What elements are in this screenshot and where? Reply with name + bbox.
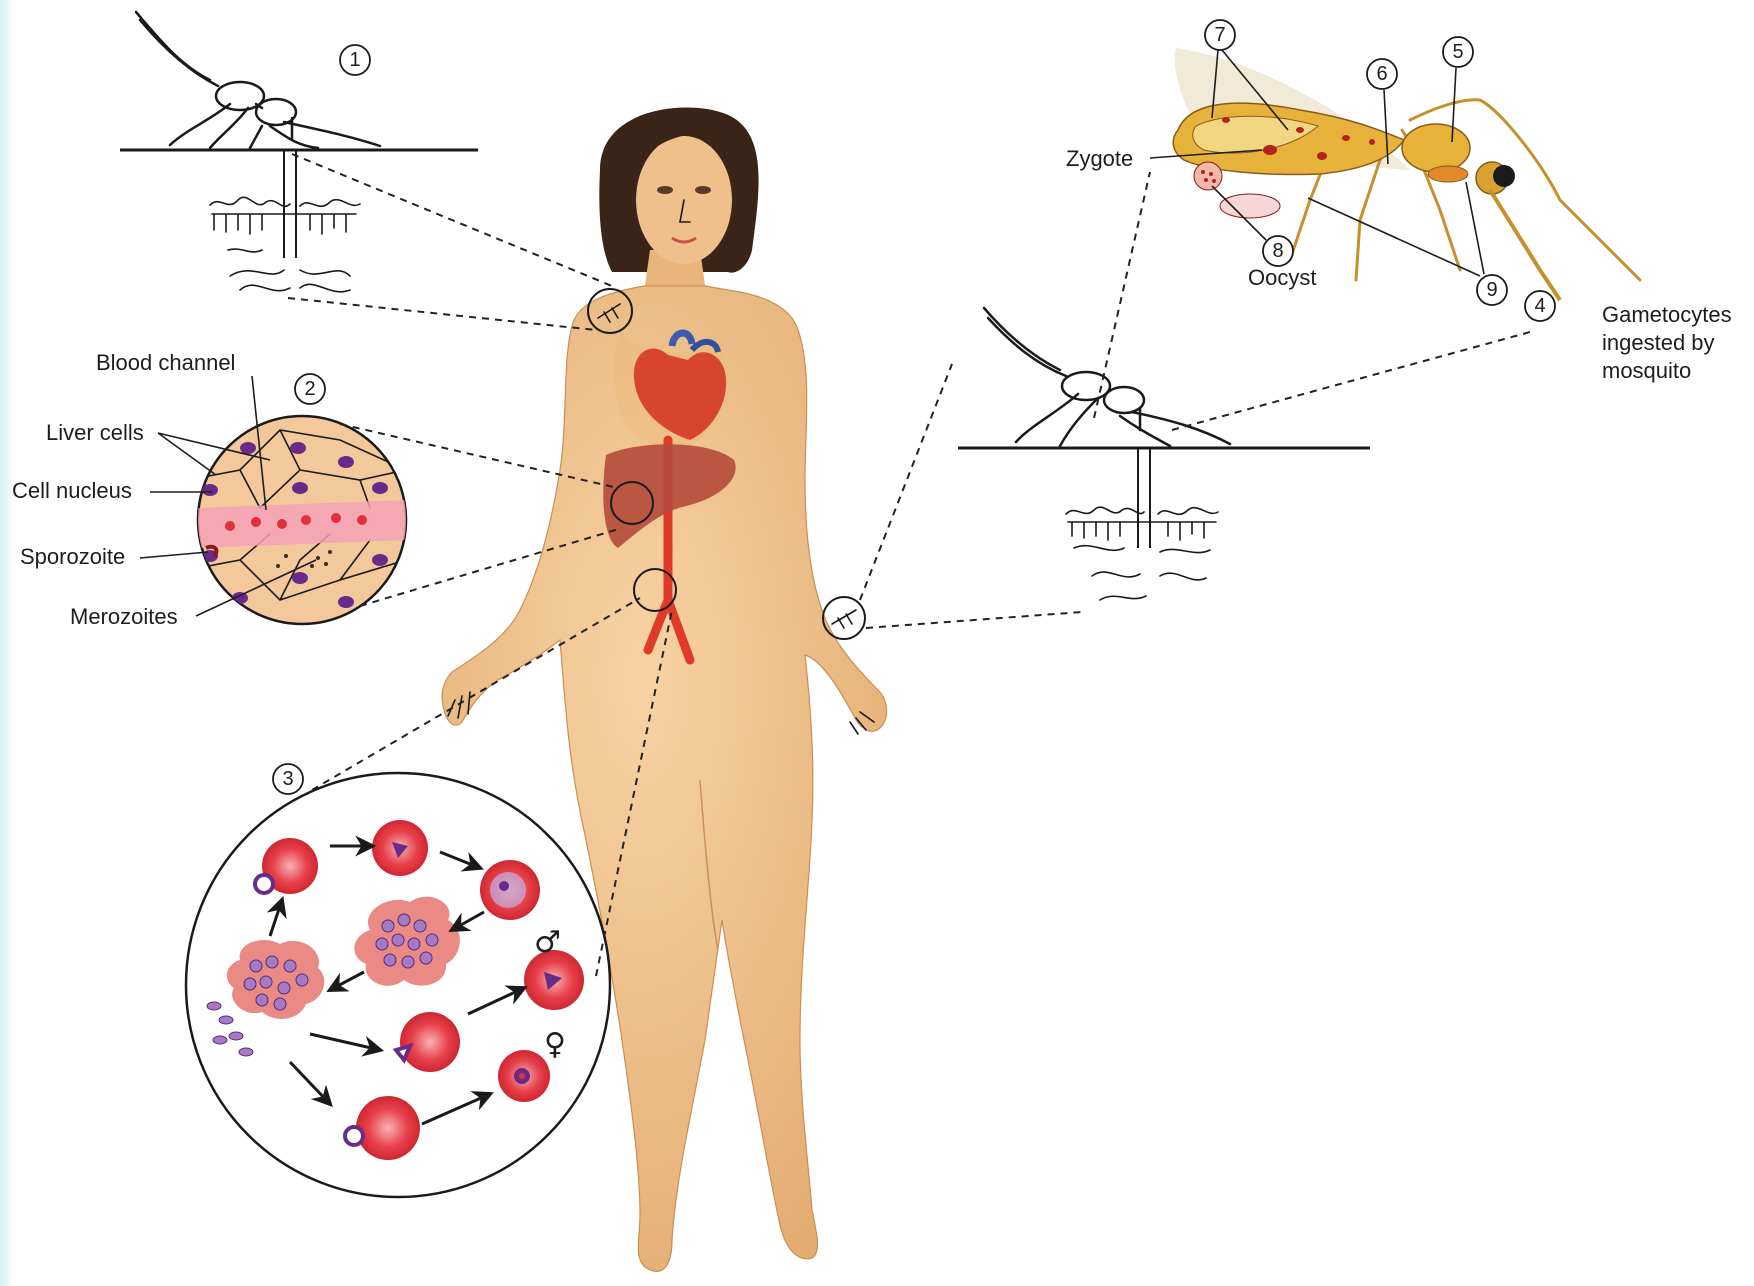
label-cell-nucleus: Cell nucleus — [12, 478, 132, 503]
step-7-number: 7 — [1214, 24, 1225, 46]
label-gametocytes-line3: mosquito — [1602, 358, 1691, 383]
step-5-number: 5 — [1452, 41, 1463, 63]
label-gametocytes-line1: Gametocytes — [1602, 302, 1732, 327]
label-liver-cells: Liver cells — [46, 420, 144, 445]
label-oocyst: Oocyst — [1248, 265, 1316, 290]
mosquito-bite-sketch-1 — [120, 12, 478, 292]
mosquito-anatomy — [1173, 48, 1640, 300]
step-9-number: 9 — [1486, 279, 1497, 301]
label-gametocytes-line2: ingested by — [1602, 330, 1715, 355]
mosquito-icon — [136, 12, 380, 148]
female-symbol: ♀ — [544, 1027, 566, 1062]
label-zygote: Zygote — [1066, 146, 1133, 171]
step-8-number: 8 — [1272, 240, 1283, 262]
label-merozoites: Merozoites — [70, 604, 178, 629]
step-3-number: 3 — [282, 768, 293, 790]
step-1-number: 1 — [349, 49, 360, 71]
mosquito-bite-arm — [823, 597, 865, 639]
step-6-number: 6 — [1376, 63, 1387, 85]
blood-stage-circle — [186, 773, 610, 1197]
mosquito-bite-sketch-4 — [958, 308, 1370, 600]
mosquito-icon — [984, 308, 1230, 446]
label-blood-channel: Blood channel — [96, 350, 235, 375]
male-symbol: ♂ — [534, 925, 561, 960]
step-2-number: 2 — [304, 378, 315, 400]
step-4-number: 4 — [1534, 295, 1545, 317]
liver-stage-circle — [198, 416, 406, 624]
label-sporozoite: Sporozoite — [20, 544, 125, 569]
